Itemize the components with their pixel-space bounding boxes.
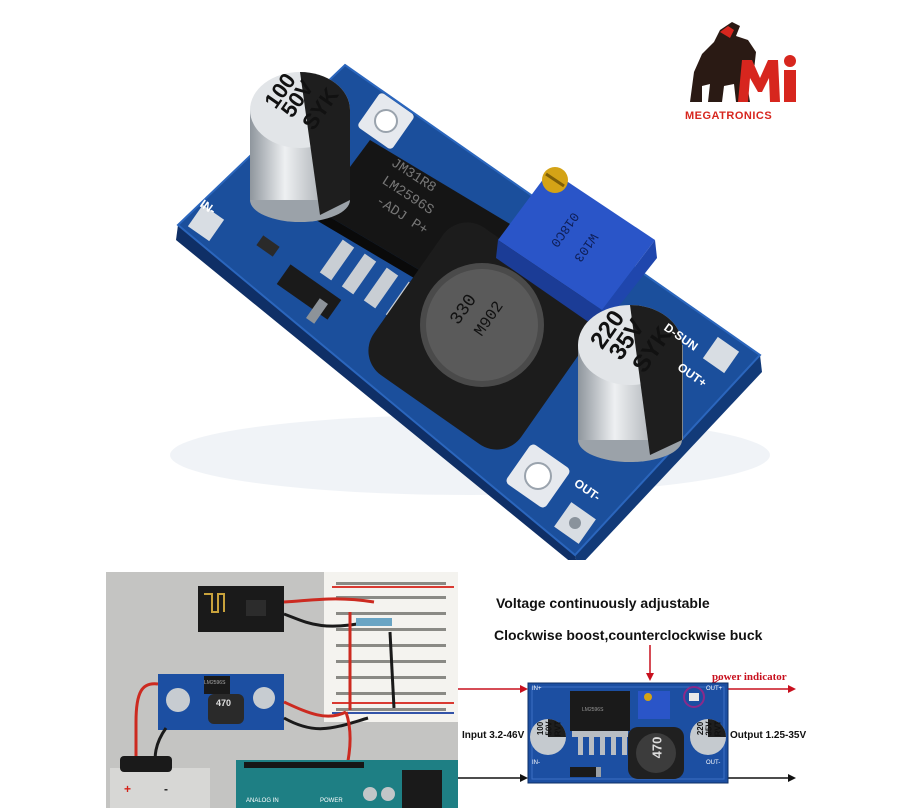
diagram-subtitle: Clockwise boost,counterclockwise buck <box>494 627 763 643</box>
battery-plus: + <box>124 782 132 796</box>
input-arrow-top-icon <box>458 685 528 693</box>
brand-logo: MEGATRONICS <box>680 12 805 127</box>
pad-out-minus <box>554 502 596 544</box>
input-voltage-label: Input 3.2-46V <box>462 730 525 741</box>
power-indicator-label: power indicator <box>712 671 787 683</box>
smd-resistor <box>256 235 280 257</box>
pad-out-plus <box>702 336 740 374</box>
mounting-hole-top <box>358 93 414 149</box>
output-voltage-label: Output 1.25-35V <box>730 730 807 741</box>
output-capacitor <box>578 305 683 462</box>
pad-in-minus <box>187 204 225 242</box>
output-arrow-top-icon <box>728 685 796 693</box>
diagram-title: Voltage continuously adjustable <box>496 595 710 611</box>
diagram-out-cap-brand: RVT <box>713 720 723 737</box>
brand-name: MEGATRONICS <box>685 110 773 122</box>
wiring-photo-drawing <box>110 572 458 808</box>
main-board-photo <box>170 63 770 560</box>
diagram-pin-out-plus: OUT+ <box>706 686 723 692</box>
mounting-hole-bottom <box>506 444 570 508</box>
input-capacitor <box>250 72 350 222</box>
gorilla-logo-icon <box>690 22 796 102</box>
arduino-power-label: POWER <box>320 798 343 804</box>
diagram-out-cap-voltage: 35V <box>704 721 714 736</box>
arduino-analog-label: ANALOG IN <box>246 798 279 804</box>
diagram-in-cap-voltage: 50V <box>544 721 554 736</box>
adjust-arrow-icon <box>646 645 654 681</box>
diagram-ic-label: LM2596S <box>582 707 604 713</box>
diagram-pin-in-minus: IN- <box>532 760 540 766</box>
output-arrow-bottom-icon <box>728 774 796 782</box>
schottky-diode <box>276 264 342 324</box>
diagram-in-cap-brand: RVT <box>553 720 563 737</box>
wiring-photo: 470 LM2596S + - ANALOG IN POWER <box>106 572 458 808</box>
diagram-pin-out-minus: OUT- <box>706 760 721 766</box>
diagram-pin-in-plus: IN+ <box>532 686 542 692</box>
diagram-graphic <box>458 645 796 784</box>
diagram-inductor-label: 470 <box>649 736 665 759</box>
photo-inductor-label: 470 <box>216 698 232 708</box>
photo-ic-label: LM2596S <box>204 680 226 686</box>
input-arrow-bottom-icon <box>458 774 528 782</box>
adjust-screw-icon <box>542 167 568 193</box>
battery-minus: - <box>164 782 168 796</box>
